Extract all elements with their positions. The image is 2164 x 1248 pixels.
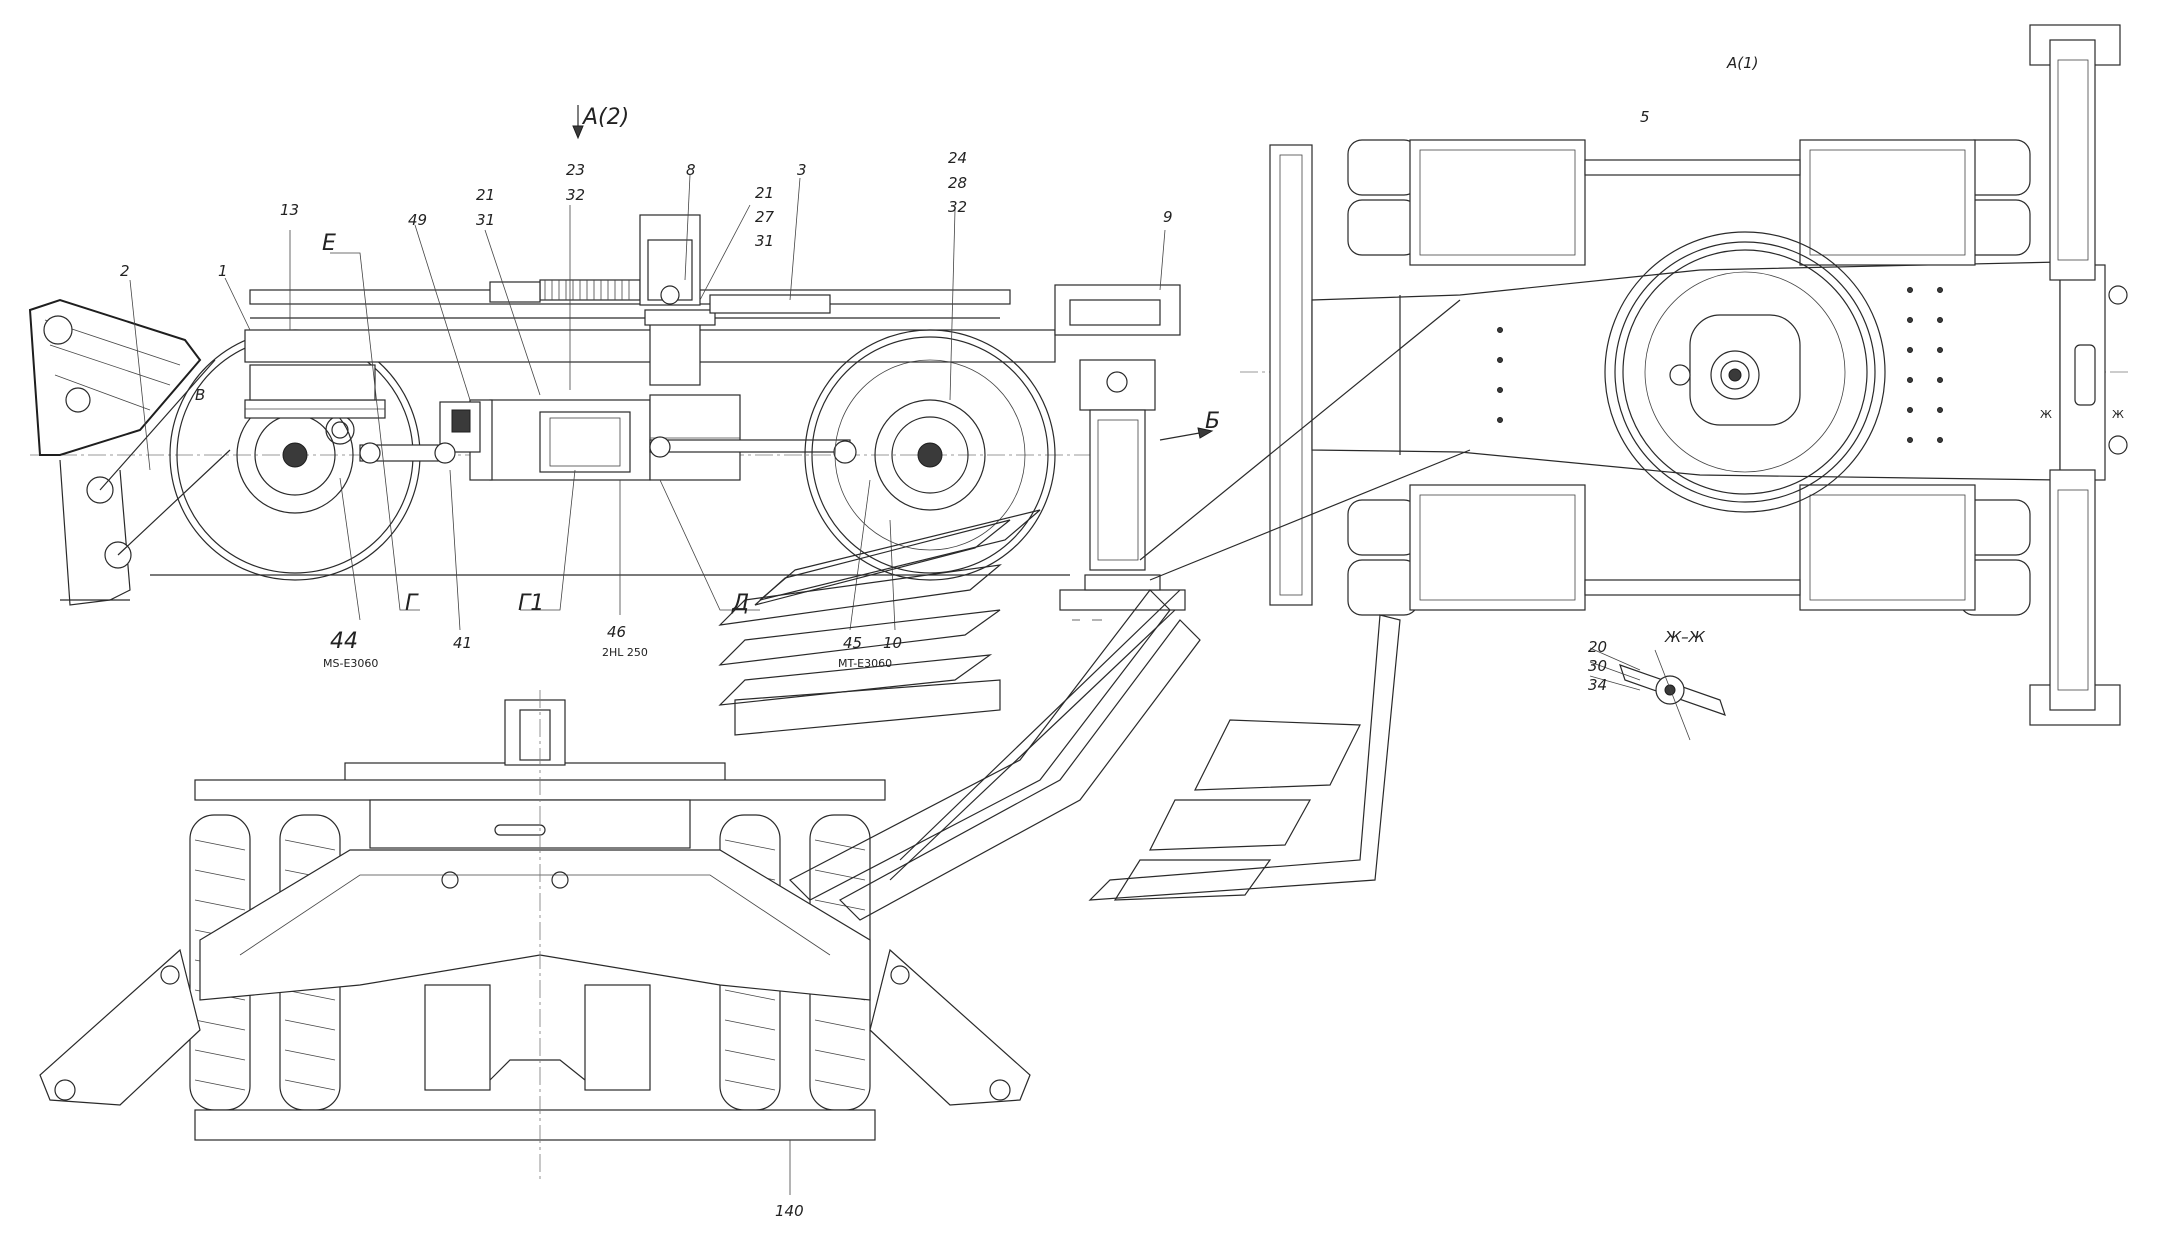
callout-21b: 21 [755,184,774,202]
callout-30: 30 [1588,657,1607,675]
callout-10: 10 [883,634,902,652]
side-view [28,105,1214,621]
callout-31b: 31 [755,232,774,250]
callout-45: 45 [843,634,862,652]
callout-3: 3 [797,161,807,179]
callout-2: 2 [120,262,130,280]
band-shapes [718,509,1401,921]
section-mark-e: Е [322,231,336,256]
labels: A(2) A(1) 2 1 13 Е 49 21 31 23 32 8 21 2… [120,54,2124,1220]
view-title-a1: A(1) [1726,54,1759,72]
section-mark-g: Г [405,591,419,616]
section-mark-v: В [195,386,205,404]
callout-46: 46 [607,623,626,641]
zh-mark-right: Ж [2112,408,2124,421]
zh-mark-left: Ж [2040,408,2052,421]
model-rear-axle: MT-E3060 [838,657,892,670]
callout-140: 140 [775,1202,804,1220]
callout-8: 8 [686,161,696,179]
callout-9: 9 [1163,208,1173,226]
callout-28: 28 [948,174,967,192]
callout-34: 34 [1588,676,1607,694]
top-view [1139,24,2130,726]
model-gearbox: 2HL 250 [602,646,648,659]
leader-lines [129,174,1166,631]
callout-24: 24 [948,149,967,167]
section-mark-g1: Г1 [518,591,544,616]
callout-1: 1 [218,262,228,280]
section-mark-d: Д [731,591,749,616]
section-mark-b: Б [1205,409,1220,434]
callout-20: 20 [1588,638,1607,656]
callout-27: 27 [755,208,775,226]
callout-31a: 31 [476,211,495,229]
callout-5: 5 [1640,108,1650,126]
callout-44: 44 [330,629,358,654]
callout-32b: 32 [948,198,967,216]
section-zh [1589,647,1726,741]
callout-21a: 21 [476,186,495,204]
callout-23: 23 [566,161,585,179]
view-arrow-a2: A(2) [581,105,629,130]
callout-13: 13 [280,201,299,219]
front-view [39,690,1031,1195]
callout-49: 49 [408,211,427,229]
section-title-zh: Ж–Ж [1664,628,1706,646]
callout-41: 41 [453,634,472,652]
model-front-axle: MS-E3060 [323,657,378,670]
callout-32a: 32 [566,186,585,204]
